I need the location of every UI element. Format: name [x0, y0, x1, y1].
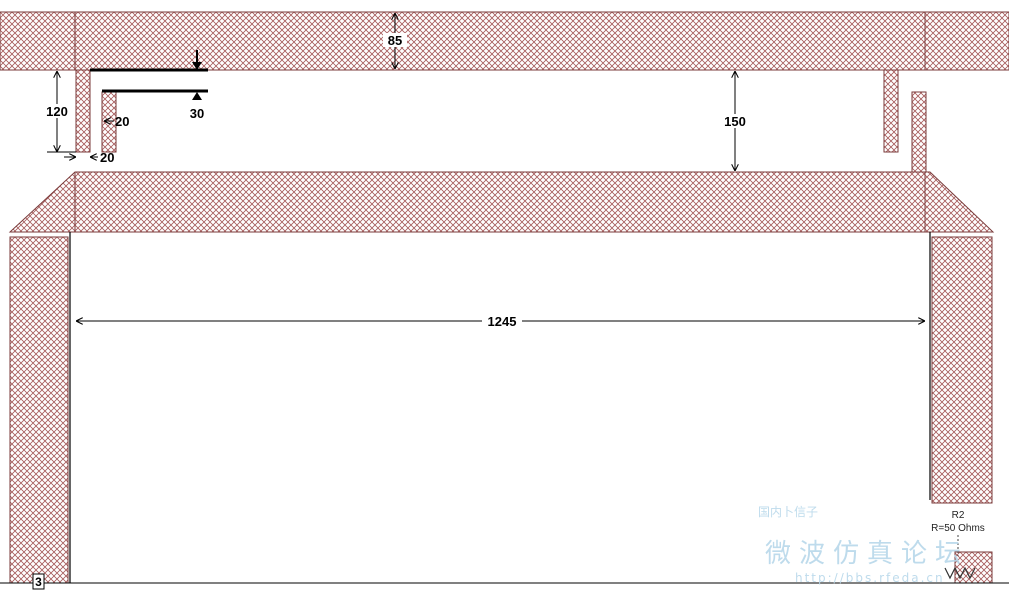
right-stub-b — [911, 91, 927, 173]
top-metal-bar — [0, 11, 1009, 71]
feed-arrow-head-up — [192, 92, 202, 100]
dim-top-thickness-bg — [383, 33, 407, 47]
port-label: 3 — [35, 575, 42, 589]
dim-span-label: 1245 — [488, 314, 517, 329]
port-label-box[interactable] — [32, 573, 45, 590]
middle-metal-bar — [8, 171, 995, 233]
resistor-zigzag — [944, 566, 976, 580]
dim-top-thickness-label: 85 — [388, 33, 402, 48]
right-stub-a — [883, 69, 899, 153]
watermark-title: 微波仿真论坛 — [765, 539, 969, 569]
dim-span-bg — [482, 314, 522, 328]
dim-left-height-label: 120 — [46, 104, 68, 119]
right-leg — [931, 236, 993, 504]
dim-slot-height-label: 150 — [724, 114, 746, 129]
watermark: 国内卜信子 微波仿真论坛 http://bbs.rfeda.cn — [758, 505, 969, 585]
resistor-r2[interactable]: R2 R=50 Ohms — [928, 510, 988, 580]
resistor-value: R=50 Ohms — [931, 523, 985, 534]
right-leg-foot — [954, 551, 993, 584]
left-inner-stub — [101, 91, 117, 153]
resistor-name: R2 — [952, 510, 965, 521]
watermark-small: 国内卜信子 — [758, 505, 818, 519]
left-stub — [75, 69, 91, 153]
dim-strip-width-label: 30 — [190, 106, 204, 121]
dim-gap-b-label: 20 — [100, 150, 114, 165]
feed-arrow-head-down — [192, 62, 202, 70]
left-leg — [9, 236, 69, 584]
watermark-url: http://bbs.rfeda.cn — [795, 571, 945, 585]
dim-gap-a-label: 20 — [115, 114, 129, 129]
dim-left-height-bg — [42, 104, 72, 118]
dim-slot-height-bg — [719, 114, 751, 128]
